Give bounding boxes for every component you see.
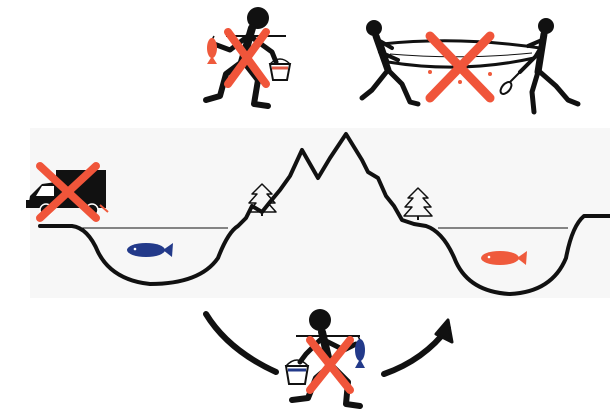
bucket-icon — [286, 360, 308, 384]
fish-icon — [355, 336, 365, 368]
crossed-person-with-fish-and-bucket — [206, 7, 290, 106]
bucket-icon — [270, 59, 290, 80]
cross-out-icon — [310, 340, 350, 390]
two-people-carrying-canoe-icon — [362, 18, 578, 112]
paddle-icon — [498, 70, 522, 96]
crossed-person-with-bucket-and-fish — [286, 309, 365, 406]
fish-icon — [207, 36, 217, 64]
crossed-canoe-carriers — [362, 18, 578, 112]
